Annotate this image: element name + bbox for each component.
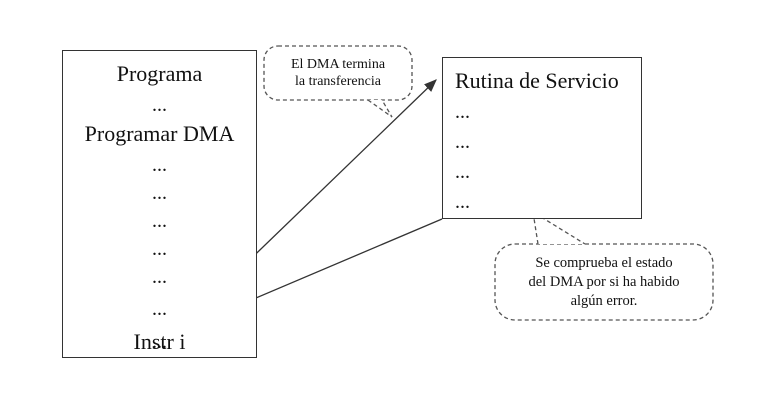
bubble-top-line: la transferencia xyxy=(295,74,381,89)
program-line-instr: Instr i xyxy=(133,329,186,354)
program-line: ... xyxy=(152,210,167,232)
program-line: ... xyxy=(152,238,167,260)
program-line: Programar DMA xyxy=(84,121,235,146)
bubble-top-tail xyxy=(367,99,393,118)
service-line: ... xyxy=(455,191,470,213)
bubble-bottom-line: algún error. xyxy=(570,292,638,309)
service-line: ... xyxy=(455,161,470,183)
bubble-bottom: Se comprueba el estado del DMA por si ha… xyxy=(495,244,713,320)
bubble-top: El DMA termina la transferencia xyxy=(262,46,414,100)
program-line: ... xyxy=(152,182,167,204)
bubble-top-line: El DMA termina xyxy=(290,57,386,72)
service-line: ... xyxy=(455,131,470,153)
program-line: ... xyxy=(152,331,167,353)
bubble-bottom-line: Se comprueba el estado xyxy=(535,254,673,271)
program-title: Programa xyxy=(116,61,203,86)
bubble-bottom-line: del DMA por si ha habido xyxy=(528,273,680,290)
program-line: ... xyxy=(152,94,167,116)
program-line: ... xyxy=(152,298,167,320)
service-routine-box: Rutina de Servicio ... ... ... ... xyxy=(442,57,642,219)
service-title: Rutina de Servicio xyxy=(455,68,619,93)
program-line: ... xyxy=(152,154,167,176)
program-box: Programa ... Programar DMA ... ... ... .… xyxy=(62,50,257,358)
program-line: ... xyxy=(152,266,167,288)
service-line: ... xyxy=(455,101,470,123)
